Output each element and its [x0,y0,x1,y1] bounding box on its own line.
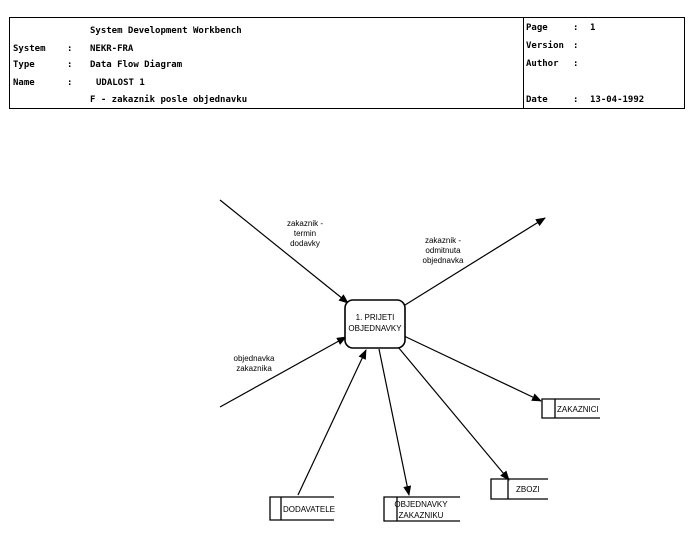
event-description: F - zakaznik posle objednavku [90,95,248,105]
workbench-title: System Development Workbench [90,26,242,36]
system-sep: : [67,44,73,54]
page-value: 1 [590,23,596,33]
flow-odmitnuta-objednavka [404,217,546,306]
version-sep: : [573,41,579,51]
header-box: System Development Workbench System : NE… [9,17,685,109]
process-prijeti-objednavky [344,299,406,349]
flow-termin-dodavky [219,199,349,304]
flow-label-in-top-3: dodavky [290,239,320,248]
flow-to-objednavky [378,348,412,496]
flow-label-in-top-1: zakaznik - [287,219,323,228]
flow-label-in-left-2: zakaznika [236,364,272,373]
type-label: Type [13,60,35,70]
flow-to-zakaznici [403,335,542,402]
date-label: Date [526,95,548,105]
store-dodavatele: DODAVATELE [269,496,335,521]
flow-label-out-top-1: zakaznik - [425,236,461,245]
page-sep: : [573,23,579,33]
author-label: Author [526,59,559,69]
process-label-line1: 1. PRIJETI [356,313,395,322]
type-sep: : [67,60,73,70]
store-objednavky-label-line2: ZAKAZNIKU [399,511,444,520]
name-sep: : [67,78,73,88]
store-zbozi: ZBOZI [490,478,548,500]
store-dodavatele-label: DODAVATELE [283,505,335,514]
store-zakaznici-label: ZAKAZNICI [557,405,599,414]
store-zbozi-label: ZBOZI [516,485,540,494]
flow-from-dodavatele [297,349,367,496]
date-sep: : [573,95,579,105]
store-objednavky-zakazniku: OBJEDNAVKY ZAKAZNIKU [383,496,460,522]
author-sep: : [573,59,579,69]
flow-zbozi [389,337,510,481]
store-zakaznici: ZAKAZNICI [541,398,600,419]
process-label-line2: OBJEDNAVKY [348,324,402,333]
date-value: 13-04-1992 [590,95,645,105]
flow-label-in-top-2: termin [294,229,316,238]
store-objednavky-label-line1: OBJEDNAVKY [394,500,448,509]
version-label: Version [526,41,564,51]
flow-label-out-top-3: objednavka [423,256,464,265]
page-label: Page [526,23,548,33]
flow-label-out-top-2: odmitnuta [425,246,461,255]
flow-objednavka-zakaznika [219,336,347,408]
system-label: System [13,44,46,54]
header-divider [523,18,524,108]
flow-label-in-left-1: objednavka [234,354,275,363]
name-value: UDALOST 1 [96,78,145,88]
type-value: Data Flow Diagram [90,60,183,70]
system-value: NEKR-FRA [90,44,134,54]
name-label: Name [13,78,35,88]
